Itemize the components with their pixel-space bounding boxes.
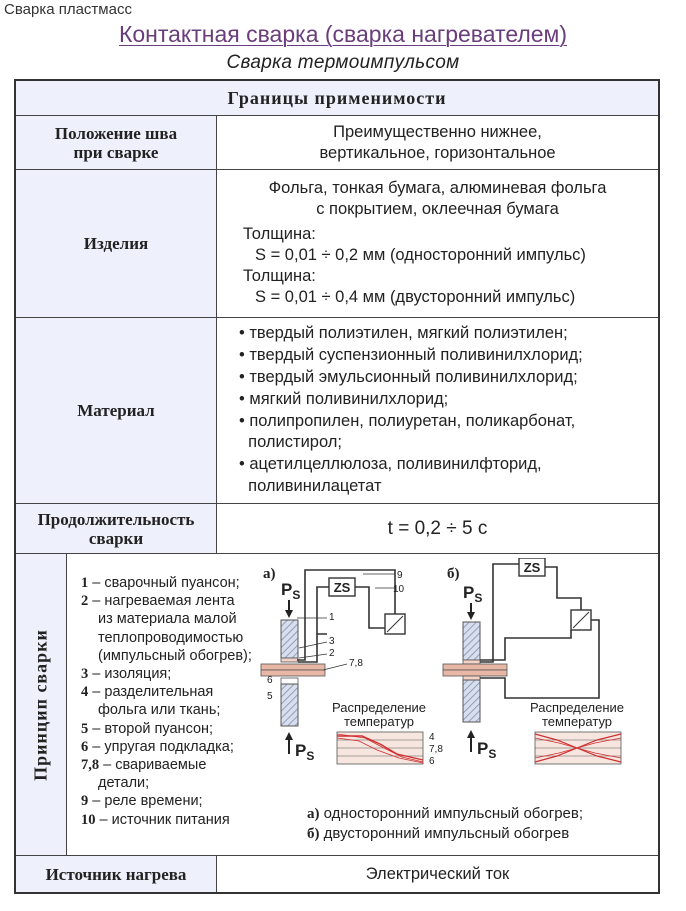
temp-distribution-b	[534, 731, 622, 765]
material-item: полистирол;	[239, 433, 342, 451]
row-principle: Принцип сварки 1 – сварочный пуансон; 2 …	[16, 553, 658, 855]
svg-text:PS: PS	[477, 739, 496, 761]
lower-punch	[462, 679, 481, 723]
legend-item: детали;	[98, 775, 150, 792]
section-caption: Сварка пластмасс	[4, 1, 132, 18]
row-principle-label: Принцип сварки	[16, 554, 67, 855]
wire	[355, 586, 387, 629]
caption-b: б) двусторонний импульсный обогрев	[307, 825, 570, 842]
welding-diagram: а) PS ZS	[260, 558, 624, 767]
legend-item: 1 – сварочный пуансон;	[81, 575, 240, 591]
page-title: Контактная сварка (сварка нагревателем)	[118, 21, 568, 47]
material-item: • мягкий поливинилхлорид;	[239, 390, 449, 408]
legend-item: 2 – нагреваемая лента	[81, 593, 235, 610]
row-material-value: • твердый полиэтилен, мягкий полиэтилен;…	[217, 318, 658, 503]
svg-text:6: 6	[429, 756, 435, 767]
svg-text:Распределение: Распределение	[332, 700, 426, 715]
heater-band	[280, 657, 299, 663]
diagram-captions: а) односторонний импульсный обогрев; б) …	[307, 804, 583, 844]
material-item: • твердый суспензионный поливинилхлорид;	[239, 346, 583, 364]
force-label: PS	[281, 580, 300, 602]
legend-item: 6 – упругая подкладка;	[81, 738, 234, 755]
legend-item: из материала малой	[98, 611, 237, 628]
row-source-label: Источник нагрева	[16, 856, 217, 892]
page-subtitle: Сварка термоимпульсом	[226, 52, 460, 73]
material-item: • ацетилцеллюлоза, поливинилфторид,	[239, 455, 542, 473]
svg-text:7,8: 7,8	[429, 744, 443, 755]
row-source-value: Электрический ток	[217, 856, 658, 892]
legend-item: 9 – реле времени;	[81, 793, 203, 810]
diagram-b-label: б)	[447, 566, 460, 582]
row-material-label: Материал	[16, 318, 217, 503]
legend-item: (импульсный обогрев);	[98, 647, 252, 664]
svg-text:9: 9	[397, 570, 403, 581]
svg-text:2: 2	[329, 648, 335, 659]
row-products-value: Фольга, тонкая бумага, алюминевая фольга…	[217, 170, 658, 317]
temp-distribution-a	[336, 731, 424, 765]
diagram-a-label: а)	[263, 566, 276, 582]
svg-text:1: 1	[329, 612, 335, 623]
workpiece	[260, 663, 326, 671]
lower-punch	[280, 683, 299, 727]
svg-text:температур: температур	[542, 714, 612, 729]
svg-text:6: 6	[267, 675, 273, 686]
svg-text:10: 10	[393, 584, 405, 595]
row-products: Изделия Фольга, тонкая бумага, алюминева…	[16, 169, 658, 317]
upper-punch	[462, 621, 481, 661]
row-material: Материал • твердый полиэтилен, мягкий по…	[16, 317, 658, 503]
wire	[297, 569, 396, 661]
svg-text:4: 4	[429, 732, 435, 743]
material-item: поливинилацетат	[239, 477, 382, 495]
svg-text:температур: температур	[344, 714, 414, 729]
legend-item: 3 – изоляция;	[81, 666, 172, 683]
svg-text:5: 5	[267, 691, 273, 702]
svg-text:ZS: ZS	[524, 560, 541, 575]
svg-text:ZS: ZS	[334, 580, 351, 595]
legend-item: 7,8 – свариваемые	[81, 757, 207, 774]
caption-a: а) односторонний импульсный обогрев;	[307, 805, 584, 822]
svg-text:PS: PS	[463, 583, 482, 605]
table-heading: Границы применимости	[16, 81, 658, 115]
legend-item: теплопроводимостью	[98, 629, 244, 646]
legend-list: 1 – сварочный пуансон; 2 – нагреваемая л…	[81, 574, 252, 829]
material-item: • твердый полиэтилен, мягкий полиэтилен;	[239, 324, 568, 342]
row-principle-body: 1 – сварочный пуансон; 2 – нагреваемая л…	[67, 554, 658, 855]
wire	[298, 633, 327, 663]
row-products-label: Изделия	[16, 170, 217, 317]
wire	[316, 586, 329, 634]
upper-punch	[280, 619, 299, 659]
svg-text:7,8: 7,8	[349, 658, 363, 669]
legend-item: 5 – второй пуансон;	[81, 720, 214, 737]
material-item: • твердый эмульсионный поливинилхлорид;	[239, 368, 578, 386]
force-arrow-head	[285, 610, 293, 618]
svg-text:PS: PS	[295, 741, 314, 763]
svg-text:3: 3	[329, 636, 335, 647]
workpiece	[260, 669, 326, 677]
svg-text:Распределение: Распределение	[530, 700, 624, 715]
legend-item: 10 – источник питания	[81, 811, 230, 828]
row-source: Источник нагрева Электрический ток	[16, 855, 658, 892]
row-duration-value: t = 0,2 ÷ 5 с	[217, 504, 658, 553]
legend-item: фольга или ткань;	[98, 702, 221, 719]
material-item: • полипропилен, полиуретан, поликарбонат…	[239, 412, 576, 430]
row-position-value: Преимущественно нижнее,вертикальное, гор…	[217, 116, 658, 169]
legend-item: 4 – разделительная	[81, 684, 214, 701]
